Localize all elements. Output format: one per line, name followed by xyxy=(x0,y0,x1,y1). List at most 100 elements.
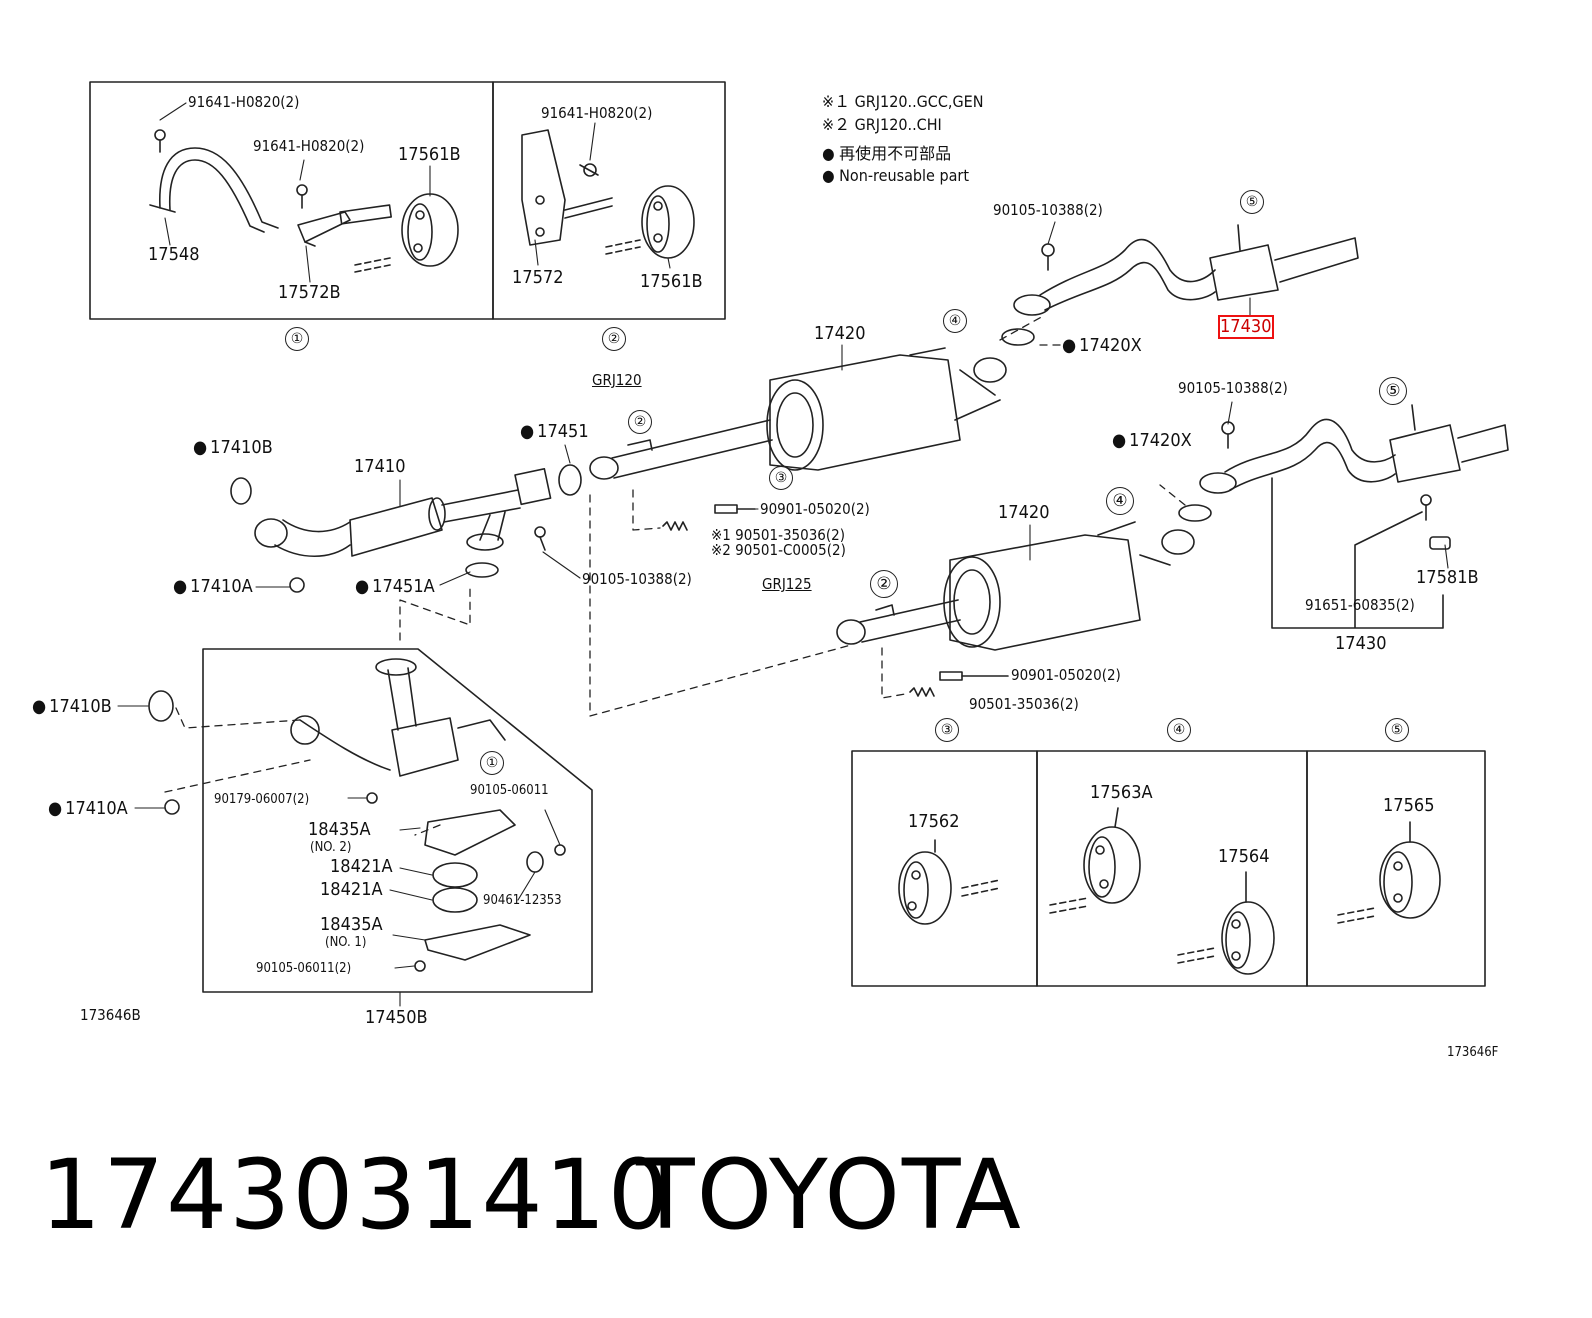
callout-1-inset: ① xyxy=(285,327,309,351)
part-label-91651-60835: 91651-60835(2) xyxy=(1305,596,1415,614)
part-label-17561b-a: 17561B xyxy=(398,144,461,165)
rubber-mount-17561b-a xyxy=(401,193,459,267)
footer-part-number: 1743031410 xyxy=(40,1139,671,1251)
bolt-90901-05020-b xyxy=(939,671,1009,681)
callout-2-grj125: ② xyxy=(870,570,898,598)
part-label-17410a-b: 17410A xyxy=(48,799,128,819)
inset-box-catalyst xyxy=(202,648,593,993)
part-label-90179-06007: 90179-06007(2) xyxy=(214,792,310,807)
part-label-17548: 17548 xyxy=(148,244,200,265)
section-label-grj125: GRJ125 xyxy=(762,575,812,593)
part-label-17420x-b: 17420X xyxy=(1112,431,1192,451)
part-label-17565: 17565 xyxy=(1383,795,1435,816)
note-3: ● 再使用不可部品 xyxy=(822,144,952,163)
figure-code-left: 173646B xyxy=(80,1006,141,1024)
bracket-17572b xyxy=(296,184,392,247)
note-4: ● Non-reusable part xyxy=(822,166,969,185)
part-label-17420-a: 17420 xyxy=(814,323,866,344)
callout-2-grj120: ② xyxy=(628,410,652,434)
hanger-rod-dashes-1 xyxy=(354,257,391,273)
part-label-91641-h0820-c: 91641-H0820(2) xyxy=(541,104,653,122)
part-label-17410a-a: 17410A xyxy=(173,577,253,597)
callout-4-inset: ④ xyxy=(1167,718,1191,742)
figure-code-right: 173646F xyxy=(1447,1045,1499,1060)
rod-dashes-4b xyxy=(1177,947,1216,964)
tail-pipe-17430-b xyxy=(1199,404,1509,494)
rod-dashes-4a xyxy=(1049,897,1089,914)
rubber-mount-17565 xyxy=(1379,821,1441,919)
spring-90501-35036-a xyxy=(662,521,688,531)
leader-lines xyxy=(117,102,1449,1007)
gasket-17451 xyxy=(558,464,582,496)
muffler-17420-b xyxy=(943,521,1195,651)
tail-pipe-17430-a xyxy=(1013,224,1359,316)
gasket-17420x-a xyxy=(1001,328,1035,346)
part-label-90501-35036-b: 90501-35036(2) xyxy=(969,695,1079,713)
note-2: ※２ GRJ120..CHI xyxy=(822,115,942,134)
part-label-90901-05020-b: 90901-05020(2) xyxy=(1011,666,1121,684)
callout-5-inset: ⑤ xyxy=(1385,718,1409,742)
part-label-17572b: 17572B xyxy=(278,282,341,303)
part-label-90901-05020-a: 90901-05020(2) xyxy=(760,500,870,518)
part-label-90105-10388-a: 90105-10388(2) xyxy=(993,201,1103,219)
part-label-90461-12353: 90461-12353 xyxy=(483,893,562,908)
gasket-17410b-a xyxy=(230,477,252,505)
part-label-17450b: 17450B xyxy=(365,1007,428,1028)
callout-5-lower: ⑤ xyxy=(1379,377,1407,405)
part-label-17564: 17564 xyxy=(1218,846,1270,867)
bracket-line-17430 xyxy=(1271,477,1444,629)
part-label-17410: 17410 xyxy=(354,456,406,477)
dashed-connectors xyxy=(164,314,1186,836)
gasket-17451a xyxy=(465,562,499,578)
part-label-91641-h0820-a: 91641-H0820(2) xyxy=(188,93,300,111)
bolt-90105-10388-front xyxy=(534,526,546,551)
inset-box-5 xyxy=(1306,750,1486,987)
section-label-grj120: GRJ120 xyxy=(592,371,642,389)
part-label-90105-10388-b: 90105-10388(2) xyxy=(582,570,692,588)
part-label-90105-10388-c: 90105-10388(2) xyxy=(1178,379,1288,397)
gasket-17420x-b xyxy=(1178,504,1212,522)
part-label-17430-b: 17430 xyxy=(1335,633,1387,654)
part-label-17581b: 17581B xyxy=(1416,567,1479,588)
center-pipe-grj120 xyxy=(589,419,773,480)
part-label-18435a-no1: 18435A xyxy=(320,914,383,935)
callout-3-grj120: ③ xyxy=(769,466,793,490)
rubber-mount-17561b-b xyxy=(641,185,695,259)
part-label-17451a: 17451A xyxy=(355,577,435,597)
rubber-mount-17562 xyxy=(898,839,952,925)
rod-dashes-5 xyxy=(1337,907,1376,924)
spring-90501-35036-b xyxy=(909,687,935,697)
part-label-17430-highlighted[interactable]: 17430 xyxy=(1218,315,1274,339)
rod-dashes-3 xyxy=(961,879,1001,897)
part-label-90105-06011-b: 90105-06011(2) xyxy=(256,961,352,976)
callout-3-inset: ③ xyxy=(935,718,959,742)
center-pipe-grj125 xyxy=(836,599,961,645)
part-label-17410b-b: 17410B xyxy=(32,697,112,717)
inset-box-3 xyxy=(851,750,1038,987)
part-label-17410b-a: 17410B xyxy=(193,438,273,458)
callout-1-catalyst: ① xyxy=(480,751,504,775)
part-label-91641-h0820-b: 91641-H0820(2) xyxy=(253,137,365,155)
o2-sensor-17581b xyxy=(1420,494,1451,550)
part-label-17420x-a: 17420X xyxy=(1062,336,1142,356)
inset-box-4 xyxy=(1036,750,1308,987)
part-label-17572: 17572 xyxy=(512,267,564,288)
part-label-18421a-b: 18421A xyxy=(320,879,383,900)
callout-2-inset: ② xyxy=(602,327,626,351)
part-label-17562: 17562 xyxy=(908,811,960,832)
part-label-no2: (NO. 2) xyxy=(310,840,352,855)
rubber-mount-17564 xyxy=(1221,871,1275,975)
part-label-17563a: 17563A xyxy=(1090,782,1153,803)
front-pipe-17410 xyxy=(254,467,552,593)
rubber-mount-17563a xyxy=(1083,807,1141,904)
callout-4-top: ④ xyxy=(943,309,967,333)
gasket-17410b-b xyxy=(148,690,174,722)
note-1: ※１ GRJ120..GCC,GEN xyxy=(822,92,984,111)
muffler-17420-a xyxy=(766,347,1007,471)
hanger-strap-17548 xyxy=(149,129,279,233)
part-label-no1: (NO. 1) xyxy=(325,935,367,950)
part-label-17561b-b: 17561B xyxy=(640,271,703,292)
part-label-17420-b: 17420 xyxy=(998,502,1050,523)
